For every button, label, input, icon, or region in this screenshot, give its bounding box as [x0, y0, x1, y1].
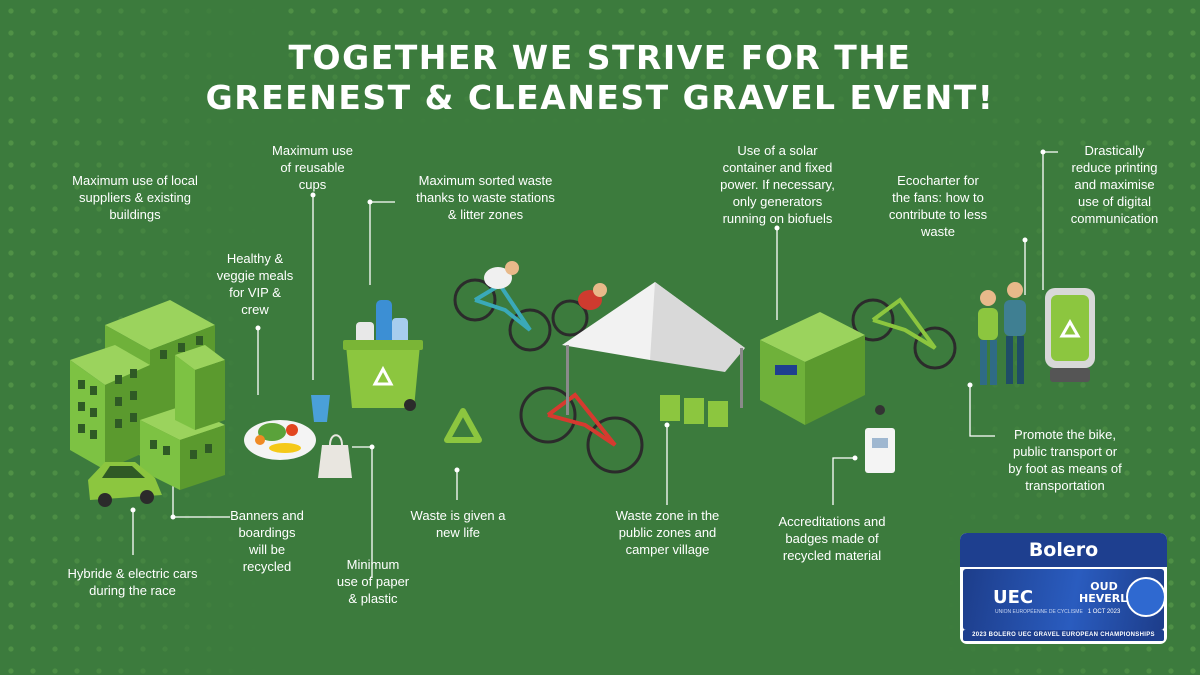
label-sorted-waste: Maximum sorted waste thanks to waste sta…: [416, 173, 555, 222]
paper-bag-icon: [318, 434, 352, 478]
building-icon: [70, 300, 225, 490]
dot-pattern-top: [280, 0, 960, 130]
leader-line-badges: [832, 457, 855, 505]
label-accreditations: Accreditations and badges made of recycl…: [778, 514, 886, 563]
label-paper-plastic: Minimum use of paper & plastic: [336, 557, 410, 606]
label-solar-power: Use of a solar container and fixed power…: [720, 143, 835, 226]
uec-wordmark: UEC: [993, 587, 1034, 608]
label-reusable-cups: Maximum use of reusable cups: [272, 143, 353, 192]
digital-display-icon: [1045, 288, 1095, 382]
car-icon: [88, 462, 162, 507]
headline-line-2: GREENEST & CLEANEST GRAVEL EVENT!: [205, 78, 995, 117]
uec-subtitle: UNION EUROPÉENNE DE CYCLISME: [995, 609, 1083, 615]
label-banners: Banners and boardings will be recycled: [230, 508, 304, 574]
waste-bin-icon: [343, 300, 423, 411]
reusable-cup-icon: [311, 395, 330, 422]
leader-line-sorted-waste: [369, 201, 395, 285]
venue-name: OUD HEVERLEE: [1079, 580, 1143, 605]
label-ecocharter: Ecocharter for the fans: how to contribu…: [888, 173, 988, 239]
tent-icon: [562, 282, 745, 415]
label-waste-zone: Waste zone in the public zones and campe…: [615, 508, 720, 557]
headline-line-1: TOGETHER WE STRIVE FOR THE: [288, 38, 912, 77]
waste-station-icon: [660, 395, 728, 427]
cyclist-figures: [484, 261, 607, 310]
label-hybrid-cars: Hybride & electric cars during the race: [67, 566, 198, 598]
bin-recycle-icon: [372, 365, 394, 386]
leader-line-promote-bike: [969, 385, 995, 437]
uec-banner: UEC UNION EUROPÉENNE DE CYCLISME OUD HEV…: [963, 569, 1166, 630]
label-local-suppliers: Maximum use of local suppliers & existin…: [72, 173, 198, 222]
championship-tagline: 2023 BOLERO UEC GRAVEL EUROPEAN CHAMPION…: [963, 630, 1164, 641]
recycle-icon: [444, 408, 482, 443]
label-new-life: Waste is given a new life: [410, 508, 506, 540]
veggie-plate-icon: [244, 420, 316, 460]
label-healthy-meals: Healthy & veggie meals for VIP & crew: [216, 251, 294, 317]
label-reduce-printing: Drastically reduce printing and maximise…: [1070, 143, 1159, 226]
event-logo: Bolero UEC UNION EUROPÉENNE DE CYCLISME …: [960, 533, 1167, 644]
event-date: 1 OCT 2023: [1087, 609, 1121, 615]
bolero-brand: Bolero: [960, 533, 1167, 567]
cyclist-emblem-icon: [1126, 577, 1166, 617]
building-windows: [78, 336, 212, 459]
generator-icon: [760, 312, 865, 425]
fans-figures: [978, 282, 1026, 385]
label-promote-bike: Promote the bike, public transport or by…: [1008, 427, 1122, 493]
badge-icon: [865, 405, 895, 473]
